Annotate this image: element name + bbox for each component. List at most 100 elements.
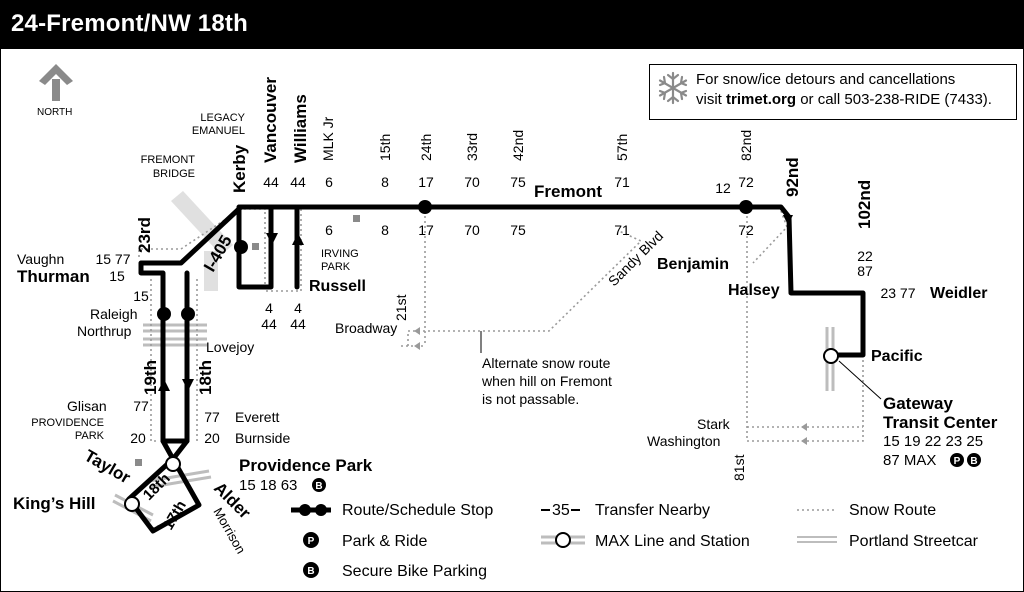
- minor-street-labels: MLK Jr 15th 24th 33rd 42nd 57th 82nd 21s…: [320, 116, 754, 481]
- street-russell: Russell: [309, 278, 366, 295]
- svg-text:PARK: PARK: [75, 430, 105, 442]
- street-pacific: Pacific: [871, 348, 923, 365]
- street-24th: 24th: [418, 134, 434, 161]
- svg-text:8: 8: [381, 174, 389, 190]
- street-halsey: Halsey: [728, 282, 780, 299]
- svg-text:44: 44: [261, 316, 277, 332]
- street-glisan: Glisan: [67, 398, 107, 414]
- svg-text:70: 70: [464, 222, 480, 238]
- svg-text:LEGACY: LEGACY: [200, 112, 245, 124]
- svg-text:6: 6: [325, 174, 333, 190]
- bike-parking-icon-gateway: B: [967, 453, 981, 467]
- svg-text:12: 12: [715, 180, 731, 196]
- route-title: 24-Fremont/NW 18th: [11, 10, 248, 37]
- svg-text:EMANUEL: EMANUEL: [192, 125, 245, 137]
- street-18th: 18th: [196, 360, 215, 395]
- svg-text:44: 44: [263, 174, 279, 190]
- notice-suffix: or call 503-238-RIDE (7433).: [800, 91, 992, 108]
- street-21st: 21st: [393, 294, 409, 321]
- providence-park-stop: Providence Park: [239, 456, 373, 475]
- street-mlk: MLK Jr: [320, 116, 336, 161]
- svg-text:70: 70: [464, 174, 480, 190]
- street-18th-south: 18th: [140, 470, 174, 504]
- street-williams: Williams: [291, 94, 310, 163]
- svg-text:4: 4: [294, 300, 302, 316]
- notice-prefix: visit: [696, 91, 722, 108]
- legend-max: MAX Line and Station: [595, 533, 750, 550]
- svg-text:87: 87: [857, 263, 873, 279]
- svg-text:B: B: [970, 456, 977, 467]
- snow-notice-box: For snow/ice detours and cancellations v…: [649, 64, 1017, 120]
- street-19th: 19th: [141, 360, 160, 395]
- street-lovejoy: Lovejoy: [206, 339, 254, 355]
- svg-text:75: 75: [510, 174, 526, 190]
- snow-arrows: [414, 327, 807, 445]
- bike-parking-icon: B: [303, 562, 319, 578]
- svg-text:72: 72: [738, 174, 754, 190]
- kings-hill-label: King’s Hill: [13, 494, 96, 513]
- street-57th: 57th: [614, 134, 630, 161]
- direction-arrows: [158, 215, 793, 391]
- legend-transfer: Transfer Nearby: [595, 502, 710, 519]
- svg-text:23 77: 23 77: [880, 285, 915, 301]
- legacy-emanuel-marker: [252, 243, 259, 250]
- street-northrup: Northrup: [77, 323, 132, 339]
- legend: Route/Schedule Stop P Park & Ride B Secu…: [291, 502, 979, 580]
- bike-parking-icon-1: B: [312, 478, 326, 492]
- street-taylor: Taylor: [81, 446, 134, 488]
- street-82nd: 82nd: [738, 130, 754, 161]
- snowflake-icon: [658, 71, 688, 105]
- irving-label-1: IRVING: [321, 248, 359, 260]
- snow-note-2: when hill on Fremont: [481, 373, 612, 389]
- street-thurman: Thurman: [17, 267, 90, 286]
- gateway-lines-2: 87 MAX: [883, 452, 936, 469]
- svg-text:FREMONT: FREMONT: [141, 154, 196, 166]
- svg-text:71: 71: [614, 222, 630, 238]
- route-stops: [157, 200, 753, 321]
- svg-text:20: 20: [130, 430, 146, 446]
- irving-park-marker: [353, 215, 360, 222]
- snow-note-3: is not passable.: [482, 391, 579, 407]
- svg-text:72: 72: [738, 222, 754, 238]
- svg-text:15: 15: [109, 268, 125, 284]
- svg-text:15: 15: [133, 288, 149, 304]
- legend-transfer-num: 35: [552, 502, 570, 519]
- notice-line-2: visit trimet.org or call 503-238-RIDE (7…: [696, 91, 992, 108]
- street-everett: Everett: [235, 409, 279, 425]
- notice-line-1: For snow/ice detours and cancellations: [696, 71, 956, 88]
- title-bar: 24-Fremont/NW 18th: [1, 1, 1023, 49]
- legend-bike: Secure Bike Parking: [342, 563, 487, 580]
- north-label: NORTH: [37, 107, 72, 118]
- street-vaughn: Vaughn: [17, 251, 64, 267]
- irving-label-2: PARK: [321, 261, 351, 273]
- gateway-pointer: [838, 360, 882, 400]
- street-weidler: Weidler: [930, 285, 988, 302]
- street-burnside: Burnside: [235, 430, 290, 446]
- svg-text:P: P: [308, 536, 315, 547]
- legend-park: Park & Ride: [342, 533, 427, 550]
- svg-text:75: 75: [510, 222, 526, 238]
- legend-streetcar: Portland Streetcar: [849, 533, 979, 550]
- trimet-link[interactable]: trimet.org: [726, 91, 797, 108]
- gateway-lines-1: 15 19 22 23 25: [883, 433, 983, 450]
- max-stations: [124, 348, 839, 512]
- street-81st: 81st: [731, 454, 747, 481]
- svg-text:6: 6: [325, 222, 333, 238]
- street-raleigh: Raleigh: [90, 306, 137, 322]
- svg-text:77: 77: [133, 398, 149, 414]
- place-labels: LEGACY EMANUEL FREMONT BRIDGE PROVIDENCE…: [31, 112, 245, 442]
- svg-text:71: 71: [614, 174, 630, 190]
- street-benjamin: Benjamin: [657, 256, 729, 273]
- svg-text:P: P: [954, 456, 961, 467]
- gateway-title-2: Transit Center: [883, 413, 998, 432]
- street-15th: 15th: [377, 134, 393, 161]
- street-vancouver: Vancouver: [261, 77, 280, 163]
- legend-stop: Route/Schedule Stop: [342, 502, 493, 519]
- i405-band: [204, 251, 218, 291]
- street-kerby: Kerby: [230, 144, 249, 193]
- svg-text:22: 22: [857, 248, 873, 264]
- svg-text:PROVIDENCE: PROVIDENCE: [31, 417, 104, 429]
- street-washington: Washington: [647, 433, 720, 449]
- svg-text:17: 17: [418, 174, 434, 190]
